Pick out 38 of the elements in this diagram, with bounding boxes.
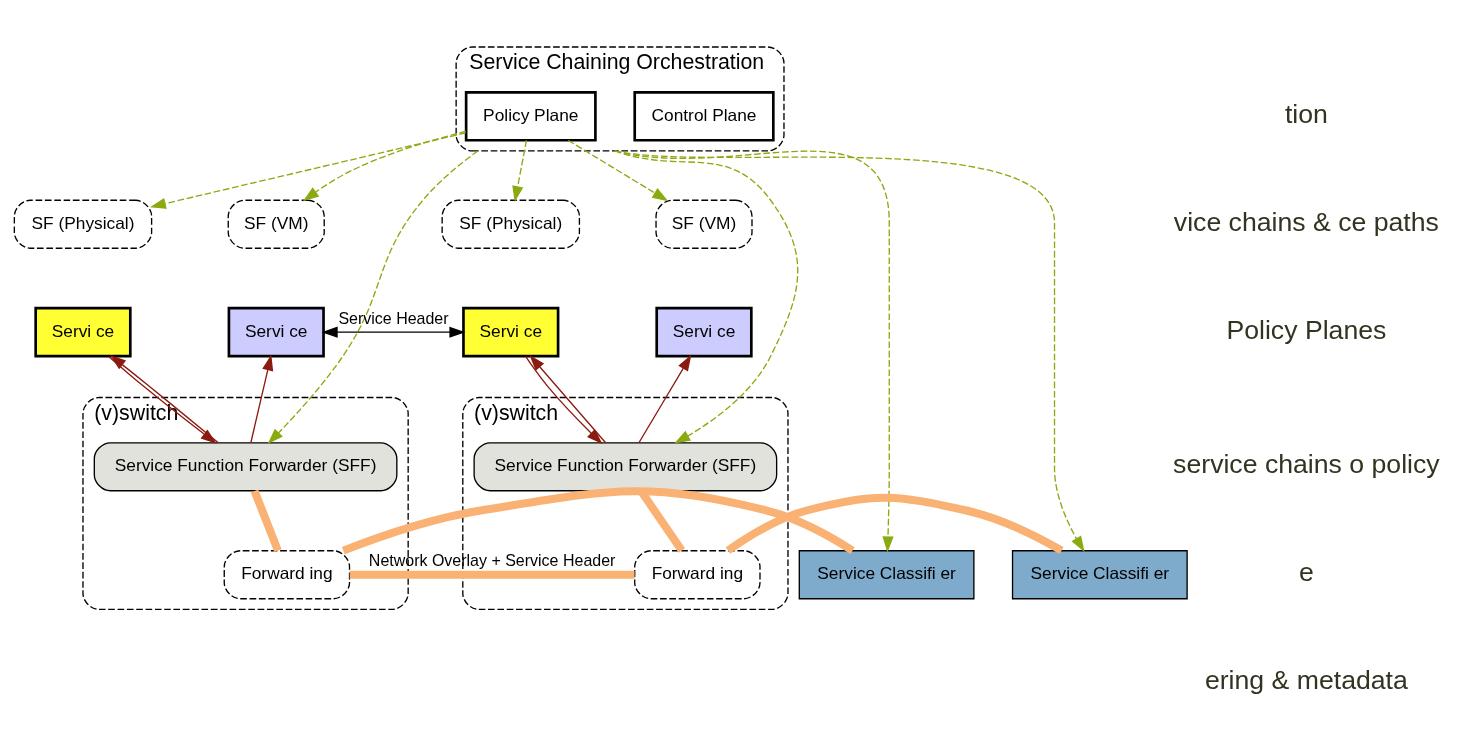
- node-box: Service Function Forwarder (SFF): [93, 442, 398, 492]
- arrow: [614, 150, 1085, 553]
- label: tion: [1284, 98, 1328, 129]
- node-box: SF (Physical): [13, 199, 153, 249]
- arrow: [614, 150, 894, 553]
- arrow: [614, 150, 799, 444]
- node-box: Forward ing: [223, 550, 351, 600]
- edge-label: Service Header: [338, 309, 449, 327]
- connector: [341, 487, 855, 555]
- label: Policy Planes: [1226, 314, 1387, 345]
- connector: [349, 570, 635, 579]
- node-box: Servi ce: [462, 306, 560, 358]
- arrow: [567, 139, 669, 202]
- connector: [725, 493, 1064, 554]
- arrow: [638, 354, 692, 444]
- arrow: [149, 132, 467, 209]
- label: service chains o policy: [1173, 449, 1440, 480]
- connector: [250, 489, 282, 553]
- node-box: Policy Plane: [464, 90, 597, 142]
- label: e: [1298, 557, 1314, 588]
- label: vice chains & ce paths: [1173, 206, 1439, 237]
- node-box: SF (VM): [655, 199, 753, 249]
- node-box: SF (Physical): [441, 199, 581, 249]
- node-box: Servi ce: [34, 306, 132, 358]
- arrow: [321, 326, 466, 338]
- arrow: [267, 150, 479, 445]
- node-box: Service Classifi er: [1011, 550, 1188, 600]
- arrow: [512, 139, 528, 203]
- arrow: [250, 354, 274, 444]
- node-box: Control Plane: [633, 90, 775, 142]
- arrow: [302, 130, 467, 202]
- node-box: SF (VM): [227, 199, 325, 249]
- node-box: Service Function Forwarder (SFF): [473, 442, 778, 492]
- node-box: Forward ing: [634, 550, 761, 600]
- node-box: Service Classifi er: [798, 550, 975, 600]
- label: ering & metadata: [1204, 665, 1408, 696]
- node-box: Servi ce: [227, 306, 325, 358]
- node-box: Servi ce: [655, 306, 753, 358]
